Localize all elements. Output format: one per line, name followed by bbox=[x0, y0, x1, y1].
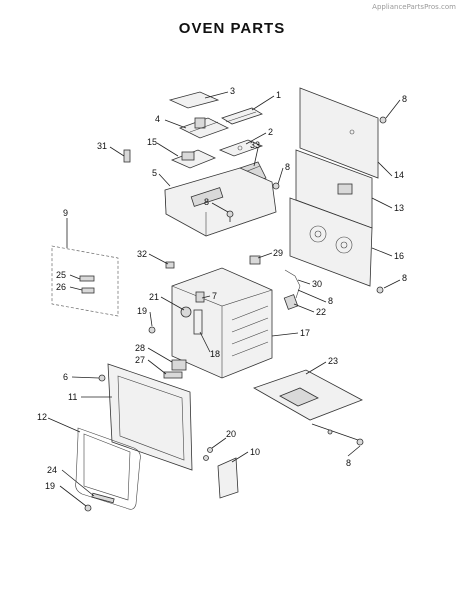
callout-29: 29 bbox=[273, 248, 283, 258]
part-31-clip[interactable] bbox=[123, 149, 131, 163]
callout-32: 32 bbox=[137, 249, 147, 259]
callout-16: 16 bbox=[394, 251, 404, 261]
part-32-clip[interactable] bbox=[165, 261, 175, 269]
part-23-rack-slide[interactable] bbox=[311, 423, 359, 441]
part-6-screw[interactable] bbox=[98, 374, 106, 382]
part-8-screw-bottom-right[interactable] bbox=[356, 438, 364, 446]
part-20-screws[interactable] bbox=[203, 447, 213, 461]
callout-31: 31 bbox=[97, 141, 107, 151]
callout-14: 14 bbox=[394, 170, 404, 180]
callout-11: 11 bbox=[68, 392, 77, 402]
part-8-screw-right[interactable] bbox=[376, 286, 384, 294]
part-23-rack[interactable] bbox=[253, 369, 363, 421]
callout-26: 26 bbox=[56, 282, 66, 292]
part-4-bracket-assembly[interactable] bbox=[178, 117, 230, 139]
callout-25: 25 bbox=[56, 270, 66, 280]
callout-8-bottom-right: 8 bbox=[346, 458, 351, 468]
part-28-block[interactable] bbox=[171, 359, 187, 371]
part-17-oven-cavity[interactable] bbox=[171, 267, 273, 379]
part-12-gasket[interactable] bbox=[75, 427, 141, 510]
leader-lines bbox=[47, 91, 401, 507]
callout-1: 1 bbox=[276, 90, 281, 100]
callout-22: 22 bbox=[316, 307, 326, 317]
callout-4: 4 bbox=[155, 114, 160, 124]
part-22-bracket[interactable] bbox=[283, 294, 299, 310]
part-10-bracket[interactable] bbox=[217, 457, 239, 499]
part-21-fan[interactable] bbox=[180, 306, 192, 318]
callout-2: 2 bbox=[268, 127, 273, 137]
callout-8-panel: 8 bbox=[204, 197, 209, 207]
part-14-back-panel[interactable] bbox=[299, 87, 379, 179]
callout-9: 9 bbox=[63, 208, 68, 218]
callout-30: 30 bbox=[312, 279, 322, 289]
callout-3: 3 bbox=[230, 86, 235, 96]
diagram-title: OVEN PARTS bbox=[178, 20, 286, 37]
part-19-screw-cavity[interactable] bbox=[148, 326, 156, 334]
callout-24: 24 bbox=[47, 465, 57, 475]
callout-19-cavity: 19 bbox=[137, 306, 147, 316]
part-30-wire[interactable] bbox=[284, 269, 301, 299]
callout-8-right: 8 bbox=[402, 273, 407, 283]
part-25-sensor[interactable] bbox=[79, 275, 95, 282]
callout-21: 21 bbox=[149, 292, 159, 302]
part-8-screw-top-right[interactable] bbox=[379, 116, 387, 124]
watermark: AppliancePartsPros.com bbox=[372, 3, 456, 11]
part-9-side-panel[interactable] bbox=[51, 245, 119, 317]
callout-8-top: 8 bbox=[285, 162, 290, 172]
part-19-screw-bottom[interactable] bbox=[84, 504, 92, 512]
part-3-plate[interactable] bbox=[168, 91, 220, 109]
callout-27: 27 bbox=[135, 355, 145, 365]
part-15-switch-assembly[interactable] bbox=[170, 149, 217, 169]
part-26-sensor[interactable] bbox=[81, 287, 95, 294]
callout-33: 33 bbox=[250, 140, 260, 150]
part-8-screw-top[interactable] bbox=[272, 182, 280, 190]
callout-15: 15 bbox=[147, 137, 157, 147]
part-27-hinge[interactable] bbox=[163, 371, 183, 379]
callout-7: 7 bbox=[212, 291, 217, 301]
part-11-door-frame[interactable] bbox=[107, 363, 193, 471]
callout-6: 6 bbox=[63, 372, 68, 382]
part-1-bracket[interactable] bbox=[221, 107, 263, 125]
callout-10: 10 bbox=[250, 447, 260, 457]
part-16-rear-cover[interactable] bbox=[289, 197, 373, 287]
callout-28: 28 bbox=[135, 343, 145, 353]
callout-23: 23 bbox=[328, 356, 338, 366]
callout-18: 18 bbox=[210, 349, 220, 359]
callout-19-bottom: 19 bbox=[45, 481, 55, 491]
callout-13: 13 bbox=[394, 203, 404, 213]
callout-17: 17 bbox=[300, 328, 310, 338]
callout-12: 12 bbox=[37, 412, 47, 422]
part-29-bracket[interactable] bbox=[249, 255, 261, 265]
part-18-element-tube[interactable] bbox=[193, 309, 203, 335]
callout-8-mid: 8 bbox=[328, 296, 333, 306]
callout-5: 5 bbox=[152, 168, 157, 178]
callout-8-top-right: 8 bbox=[402, 94, 407, 104]
callout-20: 20 bbox=[226, 429, 236, 439]
part-5-top-panel[interactable] bbox=[164, 167, 277, 237]
part-7-element[interactable] bbox=[195, 291, 205, 303]
part-2-plate[interactable] bbox=[218, 139, 264, 157]
part-8-screw-panel[interactable] bbox=[226, 210, 234, 222]
callout-numbers: 3 1 4 2 15 33 31 5 8 8 8 14 13 16 8 9 25… bbox=[37, 86, 407, 491]
